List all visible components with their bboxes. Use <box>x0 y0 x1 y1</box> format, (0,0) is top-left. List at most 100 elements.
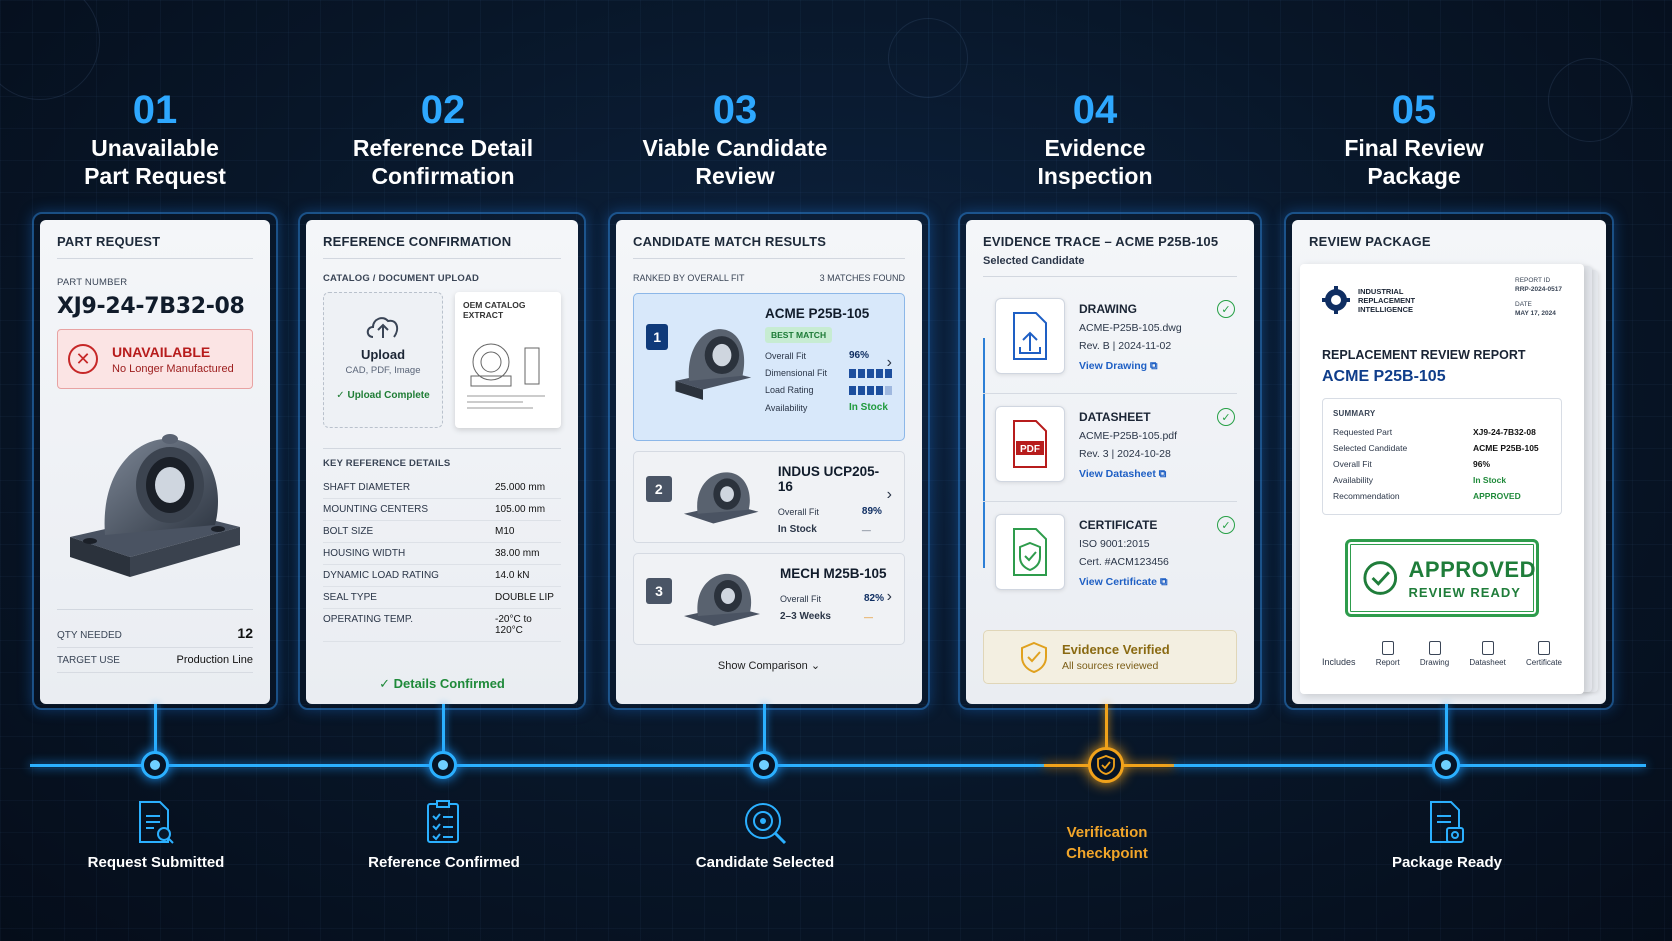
chevron-right-icon[interactable]: › <box>886 486 892 503</box>
summary-row: Selected Candidate ACME P25B-105 <box>1333 440 1551 456</box>
oem-catalog-thumbnail[interactable]: OEM CATALOG EXTRACT <box>455 292 561 428</box>
spec-label: DYNAMIC LOAD RATING <box>323 570 439 581</box>
review-package-card: REVIEW PACKAGE INDUSTRIAL REPLACEMENT IN… <box>1292 220 1606 704</box>
stamp-subtitle: REVIEW READY <box>1408 584 1521 600</box>
approved-stamp: APPROVED REVIEW READY <box>1345 539 1539 617</box>
spec-label: HOUSING WIDTH <box>323 548 406 559</box>
summary-value: ACME P25B-105 <box>1473 443 1539 453</box>
external-link-icon: ⧉ <box>1158 468 1167 480</box>
verification-checkpoint-node[interactable] <box>1088 747 1124 783</box>
dash-placeholder: — <box>864 611 873 622</box>
link-label: View Drawing <box>1079 360 1148 372</box>
target-use-label: TARGET USE <box>57 655 120 666</box>
card-title: PART REQUEST <box>57 234 161 249</box>
card-title: REVIEW PACKAGE <box>1309 234 1431 249</box>
evidence-revision: Rev. B | 2024-11-02 <box>1079 340 1172 352</box>
step-title: Package <box>1367 163 1461 189</box>
metric-label: Overall Fit <box>780 593 822 604</box>
bar-segment <box>867 368 874 378</box>
timeline-node[interactable] <box>141 751 169 779</box>
summary-label: Selected Candidate <box>1333 443 1408 453</box>
includes-row: Includes Report Drawing Datasheet Certif… <box>1322 641 1562 667</box>
include-drawing[interactable]: Drawing <box>1420 641 1449 667</box>
evidence-filename: ACME-P25B-105.pdf <box>1079 430 1178 442</box>
step-title: Viable Candidate <box>642 135 828 161</box>
oem-catalog-label: OEM CATALOG EXTRACT <box>463 300 526 320</box>
load-rating-bar <box>849 385 892 395</box>
best-match-badge: BEST MATCH <box>765 327 833 343</box>
summary-value: APPROVED <box>1473 491 1521 501</box>
qty-label: QTY NEEDED <box>57 630 122 641</box>
review-report-document[interactable]: INDUSTRIAL REPLACEMENT INTELLIGENCE REPO… <box>1300 264 1584 694</box>
availability-value: In Stock <box>849 402 888 413</box>
milestone-package-ready: Package Ready <box>1347 800 1547 871</box>
summary-label: Overall Fit <box>1333 459 1372 469</box>
include-label: Certificate <box>1525 658 1562 667</box>
bar-segment <box>885 368 892 378</box>
chevron-right-icon[interactable]: › <box>886 354 892 371</box>
milestone-verification-checkpoint: Verification Checkpoint <box>1007 822 1207 864</box>
evidence-verified-title: Evidence Verified <box>1062 642 1170 657</box>
org-name: INDUSTRIAL <box>1358 286 1404 296</box>
rank-badge: 2 <box>646 476 672 502</box>
report-id: RRP-2024-0517 <box>1515 286 1562 293</box>
date-label: DATE <box>1515 301 1532 308</box>
metric-label: Overall Fit <box>777 506 819 517</box>
spec-label: BOLT SIZE <box>323 526 374 537</box>
timeline-node[interactable] <box>429 751 457 779</box>
show-comparison-button[interactable]: Show Comparison ⌄ <box>633 659 905 672</box>
bar-segment <box>867 385 874 395</box>
include-datasheet[interactable]: Datasheet <box>1469 641 1506 667</box>
bar-segment <box>849 368 856 378</box>
overall-fit-value: 82% <box>864 593 885 604</box>
target-use-value: Production Line <box>176 654 253 666</box>
link-label: View Datasheet <box>1079 468 1156 480</box>
dimensional-fit-bar <box>849 368 892 378</box>
timeline-node[interactable] <box>750 751 778 779</box>
upload-complete-status: ✓ Upload Complete <box>324 390 442 401</box>
step-number: 05 <box>1391 88 1437 132</box>
include-report[interactable]: Report <box>1376 641 1400 667</box>
spec-value: 38.00 mm <box>495 548 540 559</box>
cloud-upload-icon <box>366 317 399 338</box>
summary-value: In Stock <box>1473 475 1507 485</box>
overall-fit-value: 96% <box>849 350 870 361</box>
details-confirmed-text: Details Confirmed <box>393 676 505 691</box>
evidence-type: DRAWING <box>1079 302 1137 316</box>
upload-dropzone[interactable]: Upload CAD, PDF, Image ✓ Upload Complete <box>323 292 443 428</box>
step-title: Final Review <box>1344 135 1484 161</box>
unavailable-alert: ✕ UNAVAILABLE No Longer Manufactured <box>57 329 253 389</box>
step-number: 01 <box>132 88 178 132</box>
document-search-icon <box>139 801 174 844</box>
step-title: Review <box>695 163 775 189</box>
evidence-item-drawing: DRAWING ACME-P25B-105.dwg Rev. B | 2024-… <box>983 286 1237 394</box>
evidence-type: CERTIFICATE <box>1079 518 1158 532</box>
view-drawing-link[interactable]: View Drawing ⧉ <box>1079 360 1182 373</box>
rank-badge: 1 <box>646 324 669 350</box>
package-document-icon <box>1430 801 1464 843</box>
part-number: XJ9-24-7B32-08 <box>57 294 245 319</box>
timeline-node[interactable] <box>1432 751 1460 779</box>
evidence-item-certificate: CERTIFICATE ISO 9001:2015 Cert. #ACM1234… <box>983 502 1237 610</box>
pdf-label: PDF <box>1020 444 1040 455</box>
view-datasheet-link[interactable]: View Datasheet ⧉ <box>1079 468 1177 481</box>
metric-label: Dimensional Fit <box>765 368 828 378</box>
view-certificate-link[interactable]: View Certificate ⧉ <box>1079 576 1169 589</box>
include-certificate[interactable]: Certificate <box>1526 641 1562 667</box>
check-circle-icon: ✓ <box>336 390 348 401</box>
chevron-right-icon[interactable]: › <box>886 588 892 605</box>
spec-value: 25.000 mm <box>495 482 546 493</box>
timeline-connector <box>763 704 766 764</box>
summary-value: 96% <box>1473 459 1491 469</box>
include-label: Drawing <box>1419 658 1450 667</box>
timeline-connector <box>154 704 157 764</box>
